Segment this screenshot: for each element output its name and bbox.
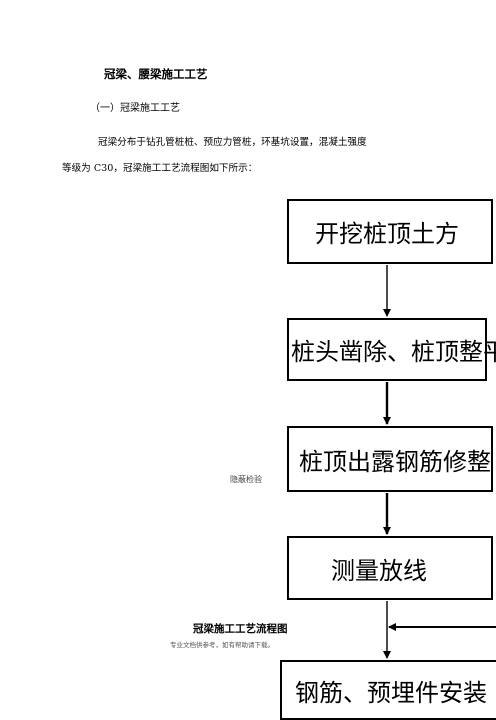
flow-step-5: 钢筋、预埋件安装 [280, 660, 496, 720]
paragraph-line-2: 等级为 C30，冠梁施工工艺流程图如下所示： [62, 163, 258, 174]
flow-step-1: 开挖桩顶土方 [287, 199, 493, 264]
document-heading: 冠梁、腰梁施工工艺 [104, 67, 208, 81]
flow-step-4: 测量放线 [287, 536, 493, 600]
footer-note: 专业文档供参考，如有帮助请下载。 [170, 641, 274, 649]
paragraph-line-1: 冠梁分布于钻孔管桩桩、预应力管桩，环基坑设置，混凝土强度 [98, 137, 367, 148]
flowchart-connectors [383, 265, 496, 688]
section-title: （一）冠梁施工工艺 [90, 103, 180, 114]
flow-step-2: 桩头凿除、桩顶整平 [287, 318, 496, 381]
flowchart-caption: 冠梁施工工艺流程图 [193, 623, 288, 635]
hidden-inspection-note: 隐蔽检验 [230, 475, 262, 484]
flow-step-3: 桩顶出露钢筋修整 [287, 426, 493, 492]
